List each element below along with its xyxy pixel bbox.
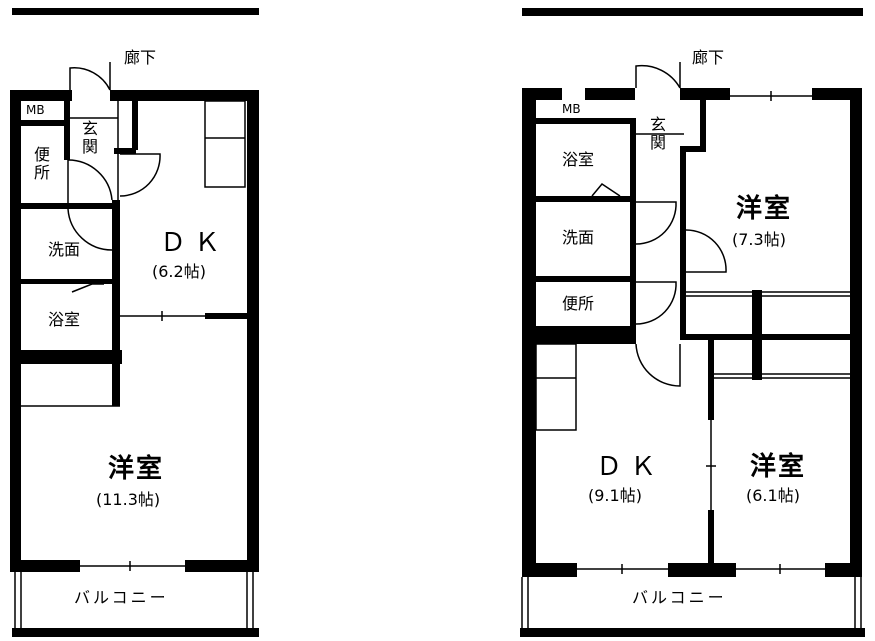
right-dk-label: ＤＫ [596,452,665,482]
left-dk-area: (6.2帖) [152,262,206,281]
left-entrance-label: 玄関 [79,120,98,156]
left-balcony-label: バルコニー [74,588,169,607]
right-western-b-label: 洋室 [750,452,807,482]
right-toilet-label: 便所 [562,294,595,313]
left-toilet-label: 便所 [31,146,50,182]
right-dk-area: (9.1帖) [588,486,642,505]
right-corridor-label: 廊下 [692,48,725,67]
right-western-b-area: (6.1帖) [746,486,800,505]
left-dk-label: ＤＫ [160,228,229,258]
left-unit-plan [10,8,259,637]
left-unit-lines [14,62,254,628]
right-balcony-label: バルコニー [632,588,727,607]
left-washroom-label: 洗面 [48,240,81,259]
right-western-a-area: (7.3帖) [732,230,786,249]
left-western-label: 洋室 [108,454,165,484]
left-corridor-label: 廊下 [124,48,157,67]
right-bath-label: 浴室 [562,150,595,169]
left-western-area: (11.3帖) [96,490,161,509]
right-mb-label: MB [562,102,581,116]
left-bath-label: 浴室 [48,310,81,329]
right-western-a-label: 洋室 [736,194,793,224]
left-mb-label: MB [26,103,45,117]
right-unit-plan [520,8,865,637]
right-unit-lines [521,62,862,628]
right-washroom-label: 洗面 [562,228,595,247]
right-entrance-label: 玄関 [647,116,666,152]
